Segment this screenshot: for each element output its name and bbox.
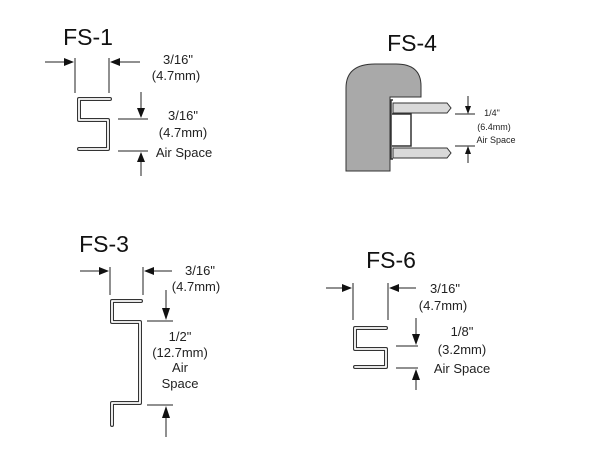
width-dimension [326, 283, 416, 320]
air-space-text: Air Space [434, 361, 490, 376]
width-label: 3/16" [430, 281, 460, 296]
air-space-text: Air Space [156, 145, 212, 160]
picture-frame-moulding [345, 63, 422, 172]
spacer-profile-shape [110, 299, 143, 427]
profile-title: FS-3 [79, 231, 129, 257]
profile-title: FS-1 [63, 24, 113, 50]
air-space-dimension [118, 92, 148, 176]
air-space-dimension [455, 96, 475, 163]
width-mm-label: (4.7mm) [419, 298, 467, 313]
glass-pane-bottom [392, 147, 452, 159]
profile-fs-4: FS-4 1/4" (6.4mm) Air Space [345, 30, 516, 172]
air-space-dimension [147, 290, 173, 437]
profile-fs-3: FS-3 3/16" (4.7mm) 1/2" (12.7mm) Air Spa… [79, 231, 220, 437]
glass-pane-top [392, 102, 452, 114]
profile-title: FS-4 [387, 30, 437, 56]
air-space-text-1: Air [172, 360, 189, 375]
width-label: 3/16" [163, 52, 193, 67]
air-space-label: 1/4" [484, 108, 500, 118]
profile-fs-1: FS-1 3/16" (4.7mm) 3/16" (4.7mm) Air Spa… [45, 24, 212, 176]
width-dimension [80, 267, 172, 295]
spacer-profile-shape [353, 326, 388, 369]
spacer-profile-shape [77, 97, 112, 151]
air-space-mm-label: (3.2mm) [438, 342, 486, 357]
air-space-mm-label: (6.4mm) [477, 122, 511, 132]
air-space-mm-label: (12.7mm) [152, 345, 208, 360]
air-space-label: 1/2" [169, 329, 192, 344]
profile-title: FS-6 [366, 247, 416, 273]
profile-fs-6: FS-6 3/16" (4.7mm) 1/8" (3.2mm) Air Spac… [326, 247, 490, 390]
air-space-text: Air Space [476, 135, 515, 145]
air-space-label: 1/8" [451, 324, 474, 339]
width-dimension [45, 58, 140, 93]
width-mm-label: (4.7mm) [152, 68, 200, 83]
air-space-label: 3/16" [168, 108, 198, 123]
air-space-text-2: Space [162, 376, 199, 391]
width-label: 3/16" [185, 263, 215, 278]
air-space-dimension [396, 318, 420, 390]
width-mm-label: (4.7mm) [172, 279, 220, 294]
spacer-profile-shape [390, 99, 412, 160]
air-space-mm-label: (4.7mm) [159, 125, 207, 140]
